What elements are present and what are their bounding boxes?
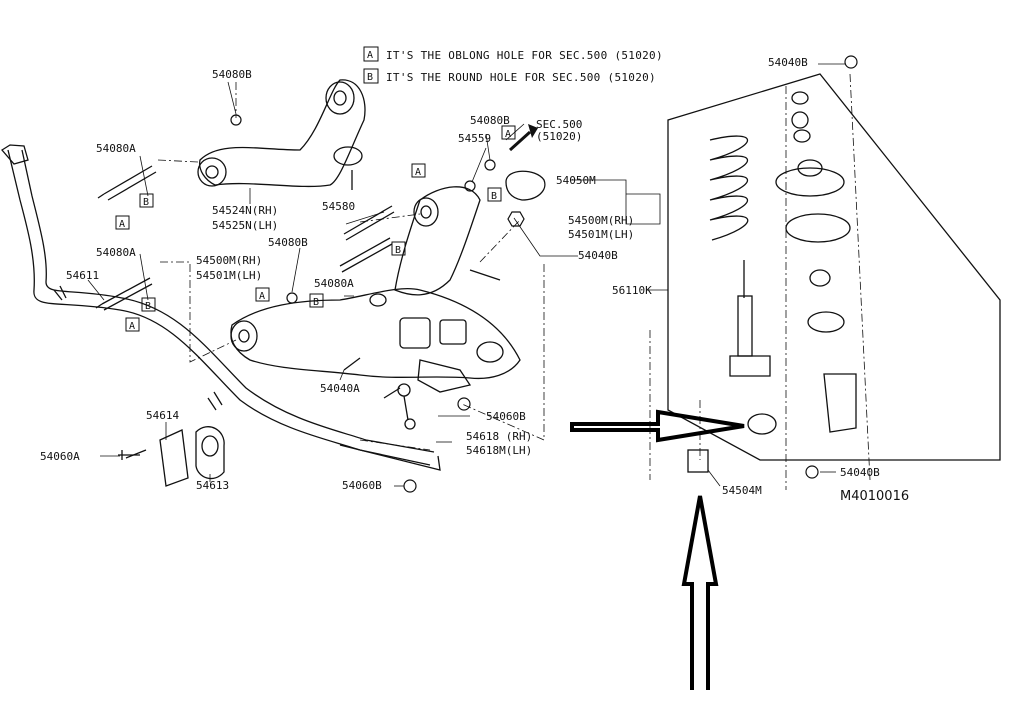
label-54504M: 54504M [722, 484, 762, 497]
leader-lines [87, 63, 846, 487]
label-54611: 54611 [66, 269, 99, 282]
callout-arrow-vertical [681, 495, 719, 690]
label-54559: 54559 [458, 132, 491, 145]
figure-id: M4010016 [840, 489, 909, 504]
label-54060B-2: 54060B [342, 479, 382, 492]
guide-lines [157, 73, 871, 490]
label-54500M-left: 54500M(RH) [196, 254, 262, 267]
label-54040B-mid: 54040B [578, 249, 618, 262]
nuts [230, 55, 858, 493]
legend-text-a: IT'S THE OBLONG HOLE FOR SEC.500 (51020) [386, 49, 663, 62]
svg-text:A: A [129, 321, 135, 332]
label-54614: 54614 [146, 409, 179, 422]
reference-boxes [115, 125, 516, 332]
label-54580: 54580 [322, 200, 355, 213]
upper-link [197, 79, 366, 190]
legend-text-b: IT'S THE ROUND HOLE FOR SEC.500 (51020) [386, 71, 656, 84]
label-54618: 54618 (RH) [466, 430, 532, 443]
sec-ref-line2: (51020) [536, 130, 582, 143]
svg-text:B: B [491, 191, 497, 202]
svg-text:B: B [313, 297, 319, 308]
lower-link-right [394, 186, 501, 296]
label-54501M-left: 54501M(LH) [196, 269, 262, 282]
legend-note-a: A IT'S THE OBLONG HOLE FOR SEC.500 (5102… [363, 46, 663, 62]
connecting-rod [383, 383, 416, 430]
gasket-ring [505, 170, 546, 201]
label-54040A: 54040A [320, 382, 360, 395]
label-54525N: 54525N(LH) [212, 219, 278, 232]
svg-text:B: B [145, 301, 151, 312]
label-54040B-bot: 54040B [840, 466, 880, 479]
label-54618M: 54618M(LH) [466, 444, 532, 457]
label-54080B-2: 54080B [268, 236, 308, 249]
bushing-bracket [118, 426, 225, 487]
strut-assembly [667, 73, 1001, 473]
reference-box-letters: A B A B A B A B B A [119, 129, 511, 332]
label-54050M: 54050M [556, 174, 596, 187]
lower-link-left [230, 287, 521, 393]
label-54524N: 54524N(RH) [212, 204, 278, 217]
legend-box-b: B [367, 72, 373, 83]
svg-text:B: B [143, 197, 149, 208]
label-54080A-1: 54080A [96, 142, 136, 155]
legend-note-b: B IT'S THE ROUND HOLE FOR SEC.500 (51020… [363, 68, 656, 84]
stabilizer-bar [1, 144, 441, 471]
label-54613: 54613 [196, 479, 229, 492]
label-54501M-right: 54501M(LH) [568, 228, 634, 241]
svg-text:B: B [395, 245, 401, 256]
svg-text:A: A [505, 129, 511, 140]
label-54060A: 54060A [40, 450, 80, 463]
label-56110K: 56110K [612, 284, 652, 297]
label-54080B-mid: 54080B [470, 114, 510, 127]
sec-arrow: SEC.500 (51020) [508, 118, 582, 152]
callout-arrow-horizontal [570, 409, 745, 443]
label-54080A-2: 54080A [314, 277, 354, 290]
label-54500M-right: 54500M(RH) [568, 214, 634, 227]
label-54060B-1: 54060B [486, 410, 526, 423]
sec-ref-line1: SEC.500 [536, 118, 582, 131]
svg-text:A: A [119, 219, 125, 230]
bolts [95, 165, 395, 459]
label-54040B-top: 54040B [768, 56, 808, 69]
part-labels: 54080B 54080A 54524N(RH) 54525N(LH) 5408… [40, 56, 880, 497]
label-54080A-3: 54080A [96, 246, 136, 259]
svg-text:A: A [259, 291, 265, 302]
label-54080B-top: 54080B [212, 68, 252, 81]
svg-text:A: A [415, 167, 421, 178]
legend-box-a: A [367, 50, 373, 61]
